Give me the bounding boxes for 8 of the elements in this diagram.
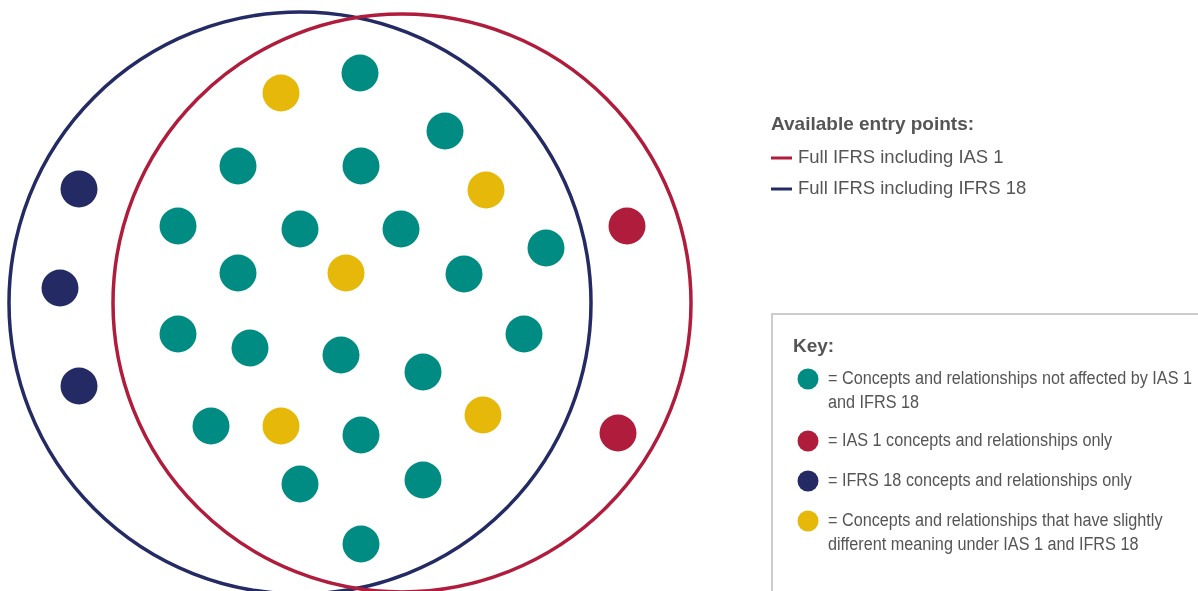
legend-label: = IAS 1 concepts and relationships only — [828, 429, 1114, 452]
heading: Key: — [793, 335, 835, 357]
legend-label: = Concepts and relationships that have slightly different meaning under IAS 1 and IFRS 18 — [828, 509, 1164, 556]
legend-label: Full IFRS including IFRS 18 — [798, 177, 1027, 199]
legend-label: Full IFRS including IAS 1 — [798, 146, 1004, 168]
legend-label: = IFRS 18 concepts and relationships only — [828, 469, 1133, 492]
heading: Available entry points: — [771, 113, 975, 135]
legend-label: = Concepts and relationships not affected by IAS 1 and IFRS 18 — [828, 367, 1193, 414]
